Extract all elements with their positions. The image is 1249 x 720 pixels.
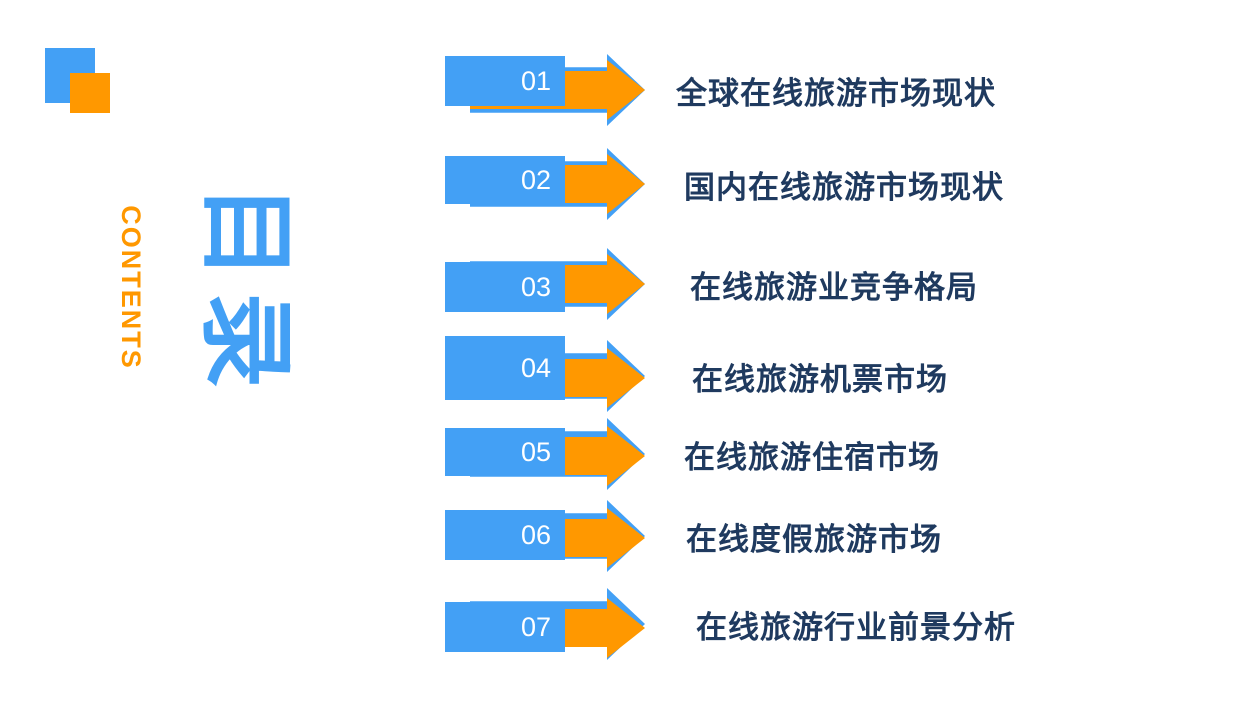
toc-row[interactable]: 05 在线旅游住宿市场 xyxy=(0,414,1249,494)
toc-item-label[interactable]: 国内在线旅游市场现状 xyxy=(684,169,1004,205)
toc-item-number-text: 01 xyxy=(520,65,551,96)
toc-item-label[interactable]: 全球在线旅游市场现状 xyxy=(676,75,996,111)
toc-row[interactable]: 02 国内在线旅游市场现状 xyxy=(0,144,1249,224)
toc-item-number[interactable]: 01 xyxy=(445,56,565,106)
toc-item-label[interactable]: 在线旅游机票市场 xyxy=(692,361,948,397)
toc-item-number[interactable]: 05 xyxy=(445,428,565,476)
toc-row[interactable]: 04 在线旅游机票市场 xyxy=(0,336,1249,416)
toc-item-number-text: 04 xyxy=(520,352,551,383)
toc-row[interactable]: 06 在线度假旅游市场 xyxy=(0,496,1249,576)
toc-arrow-group[interactable]: 01 xyxy=(440,50,655,130)
logo-square-orange-icon xyxy=(70,73,110,113)
toc-arrow-group[interactable]: 04 xyxy=(440,336,655,416)
toc-item-label[interactable]: 在线旅游住宿市场 xyxy=(684,439,940,475)
toc-arrow-group[interactable]: 03 xyxy=(440,244,655,324)
toc-item-number-text: 02 xyxy=(520,164,551,195)
toc-item-number-text: 06 xyxy=(520,519,551,550)
toc-item-number-text: 05 xyxy=(520,436,551,467)
toc-row[interactable]: 03 在线旅游业竞争格局 xyxy=(0,244,1249,324)
toc-item-number[interactable]: 02 xyxy=(445,156,565,204)
toc-item-number[interactable]: 07 xyxy=(445,602,565,652)
toc-arrow-group[interactable]: 07 xyxy=(440,584,655,664)
toc-row[interactable]: 07 在线旅游行业前景分析 xyxy=(0,584,1249,664)
toc-arrow-group[interactable]: 05 xyxy=(440,414,655,494)
toc-item-number[interactable]: 03 xyxy=(445,262,565,312)
toc-item-label[interactable]: 在线旅游业竞争格局 xyxy=(690,269,978,305)
toc-item-number[interactable]: 06 xyxy=(445,510,565,560)
logo-mark xyxy=(45,48,115,114)
toc-row[interactable]: 01 全球在线旅游市场现状 xyxy=(0,50,1249,130)
toc-item-label[interactable]: 在线度假旅游市场 xyxy=(686,521,942,557)
toc-arrow-group[interactable]: 02 xyxy=(440,144,655,224)
toc-item-label[interactable]: 在线旅游行业前景分析 xyxy=(696,609,1016,645)
toc-item-number-text: 07 xyxy=(520,611,551,642)
toc-arrow-group[interactable]: 06 xyxy=(440,496,655,576)
toc-item-number-text: 03 xyxy=(520,271,551,302)
toc-item-number[interactable]: 04 xyxy=(445,336,565,400)
